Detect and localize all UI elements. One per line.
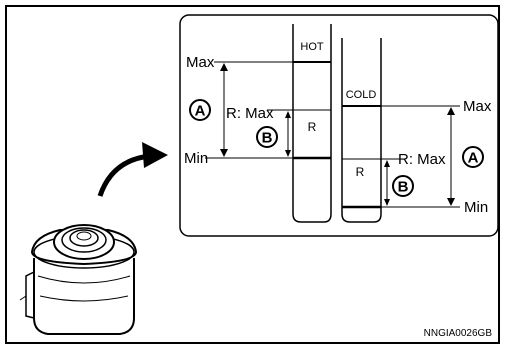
svg-text:B: B	[398, 179, 409, 196]
cold-range-label: R	[356, 165, 365, 179]
right-scale-arrowheads	[384, 107, 455, 206]
left-r-max-label: R: Max	[226, 105, 274, 122]
right-marker-a: A	[462, 146, 484, 168]
pointer-arrow	[97, 142, 168, 197]
left-marker-a: A	[189, 99, 211, 121]
right-marker-b: B	[392, 175, 414, 197]
reservoir-tank-icon	[19, 224, 138, 335]
right-scale-lines	[381, 105, 460, 208]
figure-code: NNGIA0026GB	[424, 328, 493, 339]
cold-tube	[341, 38, 382, 223]
svg-text:A: A	[195, 103, 206, 120]
outer-frame	[5, 5, 500, 344]
detail-panel	[179, 14, 499, 237]
left-max-label: Max	[186, 54, 215, 71]
left-scale-arrowheads	[220, 63, 291, 157]
cold-tube-label: COLD	[346, 89, 377, 101]
hot-tube-label: HOT	[300, 41, 324, 53]
svg-text:B: B	[262, 130, 273, 147]
right-min-label: Min	[464, 199, 488, 216]
hot-range-label: R	[308, 120, 317, 134]
left-scale-lines	[205, 61, 293, 159]
right-max-label: Max	[463, 98, 492, 115]
left-min-label: Min	[184, 150, 208, 167]
left-marker-b: B	[256, 126, 278, 148]
svg-text:A: A	[468, 150, 479, 167]
right-r-max-label: R: Max	[398, 151, 446, 168]
hot-tube	[292, 24, 332, 223]
